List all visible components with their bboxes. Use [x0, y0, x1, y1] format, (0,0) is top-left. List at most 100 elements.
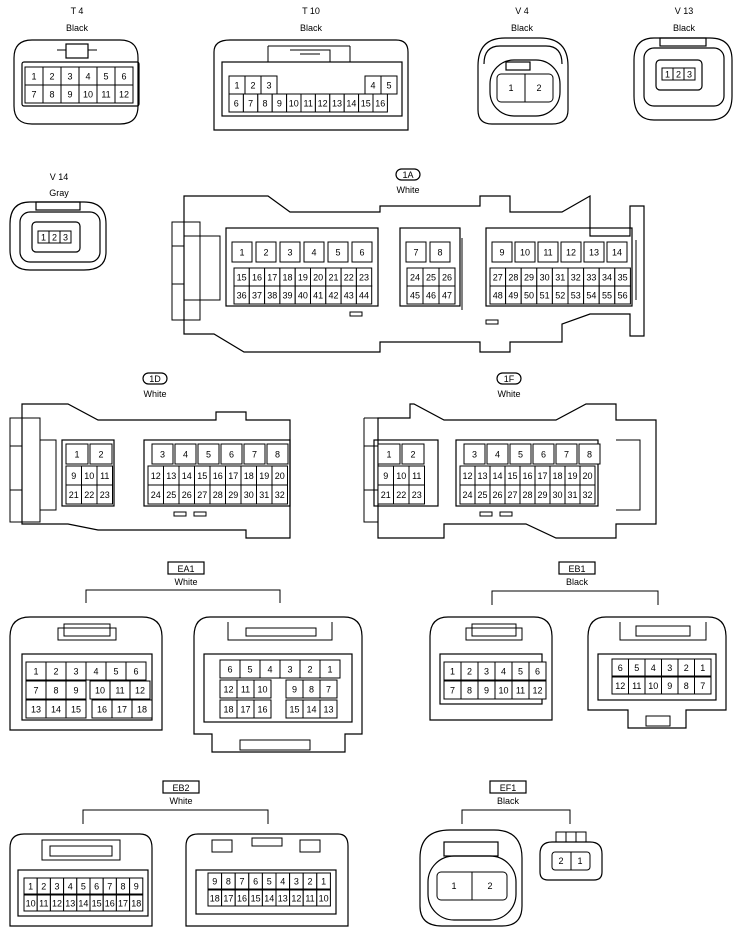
- pin-number: 5: [267, 877, 272, 887]
- pin-number: 14: [51, 705, 61, 715]
- pin-number: 13: [65, 899, 75, 909]
- pin-number: 29: [524, 273, 534, 283]
- pin-number: 18: [131, 899, 141, 909]
- pin-number: 28: [508, 273, 518, 283]
- pin-number: 21: [381, 490, 391, 500]
- pin-number: 1: [31, 72, 36, 82]
- pin-cell: [129, 877, 144, 895]
- v4-pin: 2: [536, 83, 541, 93]
- pin-number: 14: [264, 894, 274, 904]
- pin-number: 53: [571, 291, 581, 301]
- pin-number: 6: [253, 877, 258, 887]
- pin-number: 27: [507, 490, 517, 500]
- pin-cell: [65, 680, 87, 700]
- pin-number: 23: [412, 490, 422, 500]
- ef1-female-pin: 1: [577, 856, 582, 866]
- pin-number: 16: [257, 705, 267, 715]
- pin-cell: [279, 241, 301, 263]
- pin-number: 7: [326, 685, 331, 695]
- pin-number: 2: [53, 667, 58, 677]
- 1a-code: 1A: [402, 170, 413, 180]
- pin-number: 16: [213, 471, 223, 481]
- pin-number: 2: [307, 877, 312, 887]
- pin-number: 7: [450, 686, 455, 696]
- pin-number: 3: [73, 667, 78, 677]
- pin-number: 17: [240, 705, 250, 715]
- pin-cell: [114, 84, 134, 104]
- pin-cell: [405, 241, 427, 263]
- pin-cell: [694, 658, 712, 677]
- pin-number: 1: [700, 663, 705, 673]
- pin-number: 20: [582, 471, 592, 481]
- pin-number: 3: [63, 233, 68, 243]
- pin-number: 10: [26, 899, 36, 909]
- pin-number: 18: [244, 471, 254, 481]
- pin-number: 11: [101, 90, 110, 100]
- pin-number: 4: [495, 450, 500, 460]
- pin-number: 18: [552, 471, 562, 481]
- pin-number: 15: [251, 894, 261, 904]
- v13-color: Black: [673, 23, 696, 33]
- pin-number: 3: [484, 667, 489, 677]
- pin-number: 12: [119, 90, 129, 100]
- pin-number: 1: [234, 81, 239, 91]
- pin-number: 15: [289, 705, 299, 715]
- pin-number: 14: [492, 471, 502, 481]
- pin-cell: [59, 230, 72, 244]
- pin-number: 10: [83, 90, 93, 100]
- v4-color: Black: [511, 23, 534, 33]
- pin-number: 3: [667, 663, 672, 673]
- pin-cell: [614, 285, 631, 305]
- pin-number: 54: [586, 291, 596, 301]
- pin-number: 52: [555, 291, 565, 301]
- pin-number: 24: [151, 490, 161, 500]
- pin-cell: [579, 484, 596, 505]
- pin-number: 2: [307, 665, 312, 675]
- ef1-female-pin: 2: [558, 856, 563, 866]
- pin-number: 12: [532, 686, 542, 696]
- pin-number: 38: [267, 291, 277, 301]
- pin-number: 1: [239, 248, 244, 258]
- pin-number: 16: [97, 705, 107, 715]
- pin-number: 14: [306, 705, 316, 715]
- pin-number: 26: [182, 490, 192, 500]
- pin-cell: [429, 241, 451, 263]
- t4-color: Black: [66, 23, 89, 33]
- pin-number: 7: [413, 248, 418, 258]
- pin-number: 3: [294, 877, 299, 887]
- v13-code: V 13: [675, 6, 694, 16]
- pin-number: 3: [160, 450, 165, 460]
- pin-number: 51: [540, 291, 550, 301]
- pin-number: 25: [426, 273, 436, 283]
- pin-number: 12: [151, 471, 161, 481]
- pin-number: 5: [206, 450, 211, 460]
- pin-number: 33: [586, 273, 596, 283]
- pin-number: 16: [237, 894, 247, 904]
- pin-number: 19: [298, 273, 308, 283]
- pin-number: 7: [252, 450, 257, 460]
- pin-number: 23: [100, 490, 110, 500]
- pin-cell: [96, 484, 113, 505]
- pin-number: 21: [328, 273, 338, 283]
- pin-cell: [438, 285, 456, 305]
- pin-number: 17: [537, 471, 547, 481]
- pin-number: 10: [257, 685, 267, 695]
- pin-number: 9: [667, 681, 672, 691]
- pin-number: 8: [587, 450, 592, 460]
- pin-number: 10: [648, 681, 658, 691]
- ef1-color: Black: [497, 796, 520, 806]
- pin-cell: [255, 241, 277, 263]
- pin-number: 7: [31, 90, 36, 100]
- pin-cell: [266, 443, 289, 465]
- pin-cell: [583, 241, 605, 263]
- pin-number: 16: [105, 899, 115, 909]
- pin-number: 10: [289, 99, 299, 109]
- v4-pin: 1: [508, 83, 513, 93]
- pin-number: 1: [450, 667, 455, 677]
- pin-number: 1: [665, 70, 670, 80]
- pin-number: 32: [275, 490, 285, 500]
- pin-number: 6: [618, 663, 623, 673]
- pin-number: 6: [94, 882, 99, 892]
- pin-number: 6: [229, 450, 234, 460]
